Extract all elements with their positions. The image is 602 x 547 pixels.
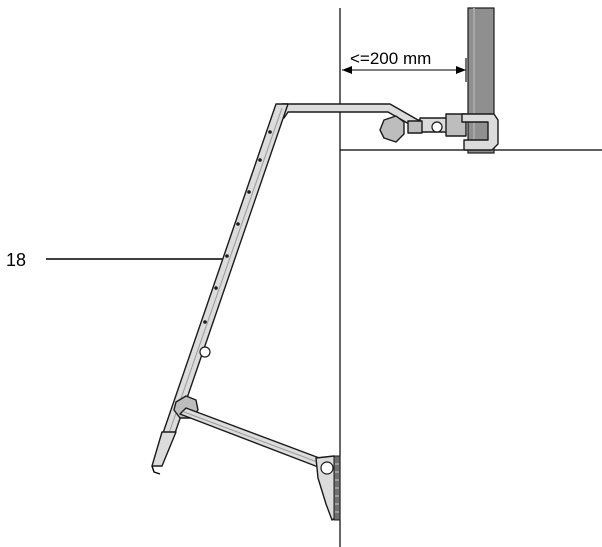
wall-foot-plate — [315, 455, 341, 521]
ladder-main-rail — [161, 103, 289, 437]
dimension-label: <=200 mm — [350, 49, 431, 68]
rail-rivets — [203, 130, 272, 324]
vertical-post — [467, 7, 495, 154]
callout-label: 18 — [6, 250, 26, 270]
clamp-knob — [379, 115, 405, 143]
clamp-pivot — [431, 121, 443, 133]
rail-foot — [151, 431, 177, 475]
dimension-marker: <=200 mm — [342, 49, 467, 82]
rail-hole — [199, 346, 211, 358]
callout-18: 18 — [6, 250, 226, 270]
post-clamp — [379, 113, 499, 151]
lower-strut — [179, 407, 331, 471]
foot-pivot — [320, 461, 334, 475]
